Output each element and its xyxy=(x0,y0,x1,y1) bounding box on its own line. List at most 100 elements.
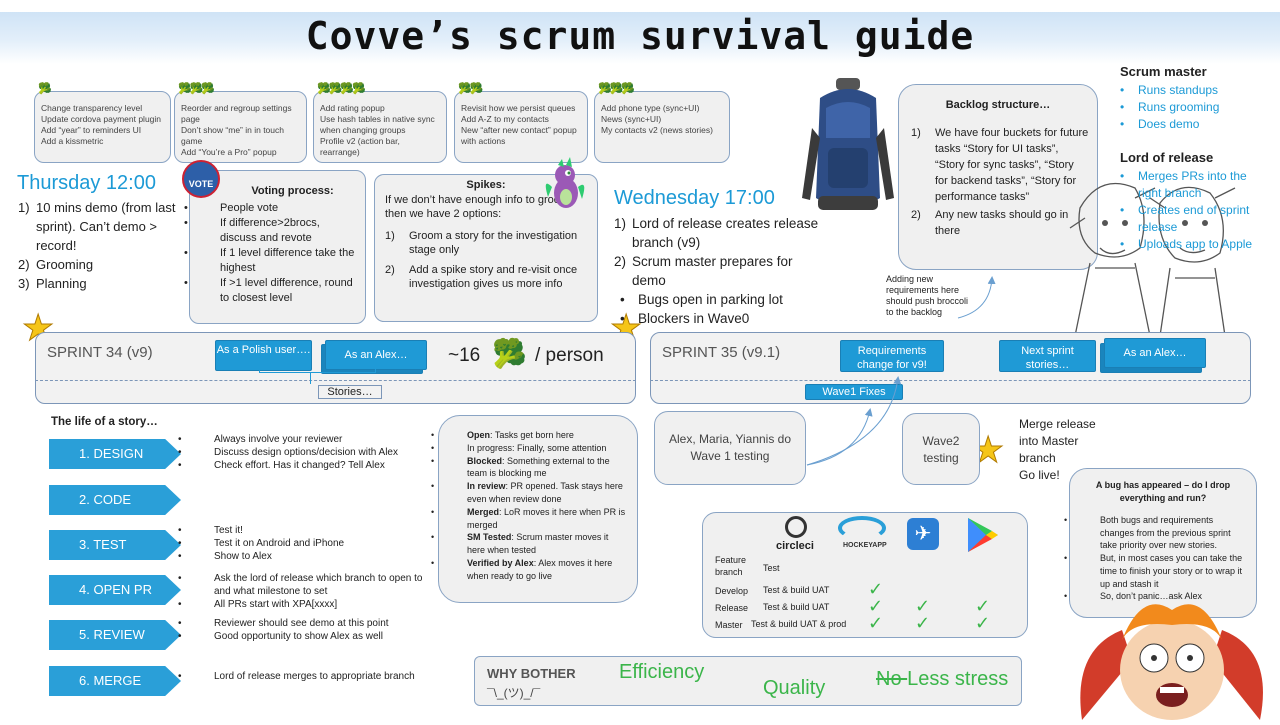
list-item: 1)Groom a story for the investigation st… xyxy=(385,229,589,257)
page-title: Covve’s scrum survival guide xyxy=(305,14,975,58)
life-step-notes: Always involve your reviewerDiscuss desi… xyxy=(196,433,441,472)
list-item: People vote xyxy=(202,201,359,216)
backpack-icon xyxy=(798,78,898,228)
story-as-an-alex[interactable]: As an Alex… xyxy=(325,340,427,370)
check-icon: ✓ xyxy=(868,596,884,616)
task-line: My contacts v2 (news stories) xyxy=(601,125,713,135)
life-step-2[interactable]: 2. CODE xyxy=(49,485,181,515)
next-sprint-stories[interactable]: Next sprint stories… xyxy=(999,340,1096,372)
status-name: Open xyxy=(467,430,491,440)
life-step-1[interactable]: 1. DESIGN xyxy=(49,439,181,469)
list-number: 1) xyxy=(911,127,921,139)
status-item: In progress: Finally, some attention xyxy=(449,442,627,455)
list-text: We have four buckets for future tasks “S… xyxy=(935,127,1089,203)
bug-title: A bug has appeared – do I drop everythin… xyxy=(1095,480,1231,503)
ci-row-label: Feature branch xyxy=(715,555,747,577)
list-text: Does demo xyxy=(1138,117,1200,131)
bullet: • xyxy=(1120,100,1125,114)
task-line: Use hash tables in native sync when chan… xyxy=(320,114,435,135)
list-item: •Merges PRs into the right branch xyxy=(1120,168,1270,202)
wednesday-heading: Wednesday 17:00 xyxy=(614,187,775,209)
list-item: If 1 level difference take the highest xyxy=(202,246,359,276)
sprint-35-label: SPRINT 35 (v9.1) xyxy=(662,344,781,361)
list-text: Add a spike story and re-visit once inve… xyxy=(409,264,578,290)
voting-list: People voteIf difference>2brocs, discuss… xyxy=(202,201,359,306)
task-line: Don’t show “me” in in touch game xyxy=(181,125,284,146)
list-item: But, in most cases you can take the time… xyxy=(1082,552,1248,590)
backlog-note: Adding new requirements here should push… xyxy=(886,274,969,317)
check-icon: ✓ xyxy=(975,613,991,633)
check-icon: ✓ xyxy=(915,596,931,616)
lord-of-release-title: Lord of release xyxy=(1120,150,1214,165)
ci-row-action: Test & build UAT & prod xyxy=(751,619,847,629)
broccoli-icon: 🥦 xyxy=(492,338,527,369)
panic-character-illustration xyxy=(1062,590,1280,720)
scrum-master-title: Scrum master xyxy=(1120,64,1207,79)
list-item: •Runs standups xyxy=(1120,82,1270,99)
hockeyapp-icon xyxy=(838,516,886,540)
status-item: In review: PR opened. Task stays here ev… xyxy=(449,480,627,506)
status-desc: : Something external to the team is bloc… xyxy=(467,455,610,479)
life-title: The life of a story… xyxy=(51,416,158,428)
list-item: If difference>2brocs, discuss and revote xyxy=(202,216,359,246)
wednesday-list: 1)Lord of release creates release branch… xyxy=(614,214,829,328)
bullet: • xyxy=(1120,83,1125,97)
lord-of-release-list: •Merges PRs into the right branch•Create… xyxy=(1120,168,1270,253)
status-name: Blocked xyxy=(467,455,503,466)
task-line: Revisit how we persist queues xyxy=(461,103,576,113)
story-polish-user[interactable]: As a Polish user…. xyxy=(215,340,312,371)
life-step-4[interactable]: 4. OPEN PR xyxy=(49,575,181,605)
quality-label: Quality xyxy=(763,677,826,699)
list-item: •Does demo xyxy=(1120,116,1270,133)
voting-title: Voting process: xyxy=(251,185,334,197)
title-band xyxy=(0,12,1280,64)
task-line: Reorder and regroup settings page xyxy=(181,103,292,124)
broccoli-icon: 🥦🥦🥦 xyxy=(598,83,635,95)
why-bother-title: WHY BOTHER xyxy=(487,666,576,681)
stories-bracket xyxy=(259,362,376,373)
app-store-icon: ✈ xyxy=(907,518,939,550)
list-item: 2)Add a spike story and re-visit once in… xyxy=(385,263,589,291)
list-item: All PRs start with XPA[xxxx] xyxy=(196,598,441,611)
list-item: Ask the lord of release which branch to … xyxy=(196,572,441,598)
less-stress-label: No Less stress xyxy=(876,668,1009,690)
thursday-list: 1)10 mins demo (from last sprint). Can’t… xyxy=(18,198,178,293)
merge-line: Merge release xyxy=(1019,417,1096,431)
list-item: 3)Planning xyxy=(18,274,178,293)
backlog-title: Backlog structure… xyxy=(945,99,1051,111)
ci-row-action: Test xyxy=(763,563,780,573)
life-step-3[interactable]: 3. TEST xyxy=(49,530,181,560)
list-item: 2)Grooming xyxy=(18,255,178,274)
google-play-icon xyxy=(966,516,1000,554)
status-desc: : Scrum master moves it here when tested xyxy=(467,532,609,556)
list-item: If >1 level difference, round to closest… xyxy=(202,276,359,306)
requirements-change-story[interactable]: Requirements change for v9! xyxy=(840,340,944,372)
scrum-master-list: •Runs standups•Runs grooming•Does demo xyxy=(1120,82,1270,133)
list-item: 1) We have four buckets for future tasks … xyxy=(911,125,1089,205)
list-text: Blockers in Wave0 xyxy=(638,311,750,326)
stories-label: Stories… xyxy=(318,385,382,399)
check-icon: ✓ xyxy=(975,596,991,616)
thursday-heading: Thursday 12:00 xyxy=(17,172,156,194)
list-item: Reviewer should see demo at this point xyxy=(196,617,441,630)
list-text: Grooming xyxy=(36,257,94,272)
ci-row-action: Test & build UAT xyxy=(763,585,830,595)
wave1-fixes[interactable]: Wave1 Fixes xyxy=(805,384,903,400)
status-box: Open: Tasks get born hereIn progress: Fi… xyxy=(438,415,638,603)
status-name: In review xyxy=(467,481,506,492)
list-item: Show to Alex xyxy=(196,550,441,563)
shrug-emoticon: ¯\_(ツ)_/¯ xyxy=(487,686,541,700)
merge-line: branch xyxy=(1019,451,1056,465)
task-line: Change transparency level xyxy=(41,103,143,113)
spikes-list: 1)Groom a story for the investigation st… xyxy=(385,229,589,291)
life-step-5[interactable]: 5. REVIEW xyxy=(49,620,181,650)
list-text: Groom a story for the investigation stag… xyxy=(409,230,578,256)
list-item: 2)Any new tasks should go in there xyxy=(911,207,1089,239)
story-as-an-alex-35[interactable]: As an Alex… xyxy=(1104,338,1206,368)
life-step-notes: Lord of release merges to appropriate br… xyxy=(196,670,441,683)
hockeyapp-logo-text: HOCKEYAPP xyxy=(843,542,887,549)
life-step-6[interactable]: 6. MERGE xyxy=(49,666,181,696)
